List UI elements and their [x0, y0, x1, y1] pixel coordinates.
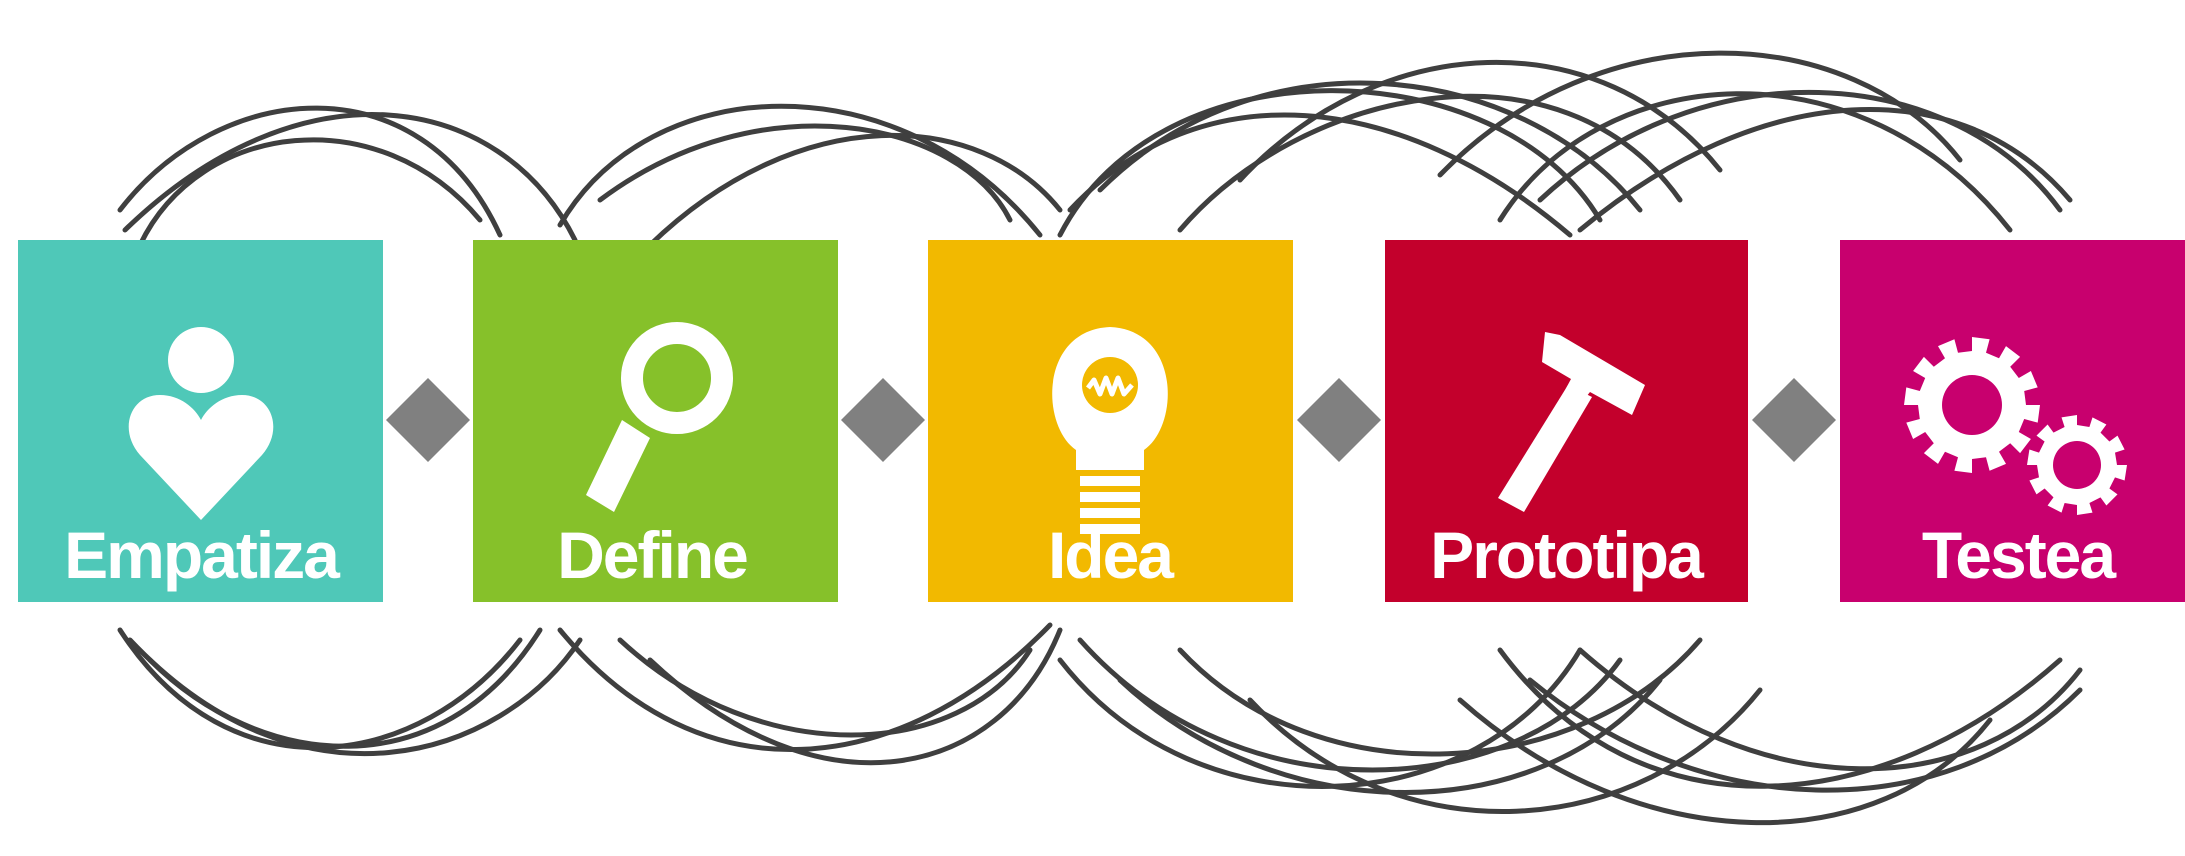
stage-define-label: Define	[557, 518, 747, 592]
connector-diamond	[841, 378, 925, 462]
iteration-curve	[1497, 91, 2013, 233]
person-heart-icon	[128, 327, 274, 520]
connector-diamond	[1297, 378, 1381, 462]
stage-empatiza: Empatiza	[18, 240, 383, 602]
iteration-curve	[117, 105, 503, 238]
stage-empatiza-label: Empatiza	[64, 518, 341, 592]
iteration-curve	[1077, 637, 1623, 773]
iteration-curve	[1577, 107, 2073, 233]
stage-testea: Testea	[1840, 240, 2185, 602]
stage-idea-label: Idea	[1048, 518, 1175, 592]
hammer-icon	[1498, 332, 1645, 512]
iteration-curve	[1247, 687, 1763, 814]
iteration-curve	[1237, 59, 1723, 183]
iteration-curve	[557, 622, 1053, 752]
connector-diamond	[1752, 378, 1836, 462]
stage-testea-label: Testea	[1922, 518, 2118, 592]
stage-idea: Idea	[928, 240, 1293, 602]
iteration-curve	[1437, 50, 1963, 178]
iteration-curve	[647, 627, 1063, 766]
stage-prototipa-label: Prototipa	[1430, 518, 1705, 592]
iteration-curve	[137, 137, 483, 248]
iteration-curve	[1537, 90, 2063, 213]
iteration-curve	[122, 112, 578, 243]
connectors	[386, 378, 1836, 462]
iteration-curve	[1117, 677, 1663, 795]
iteration-curve	[1097, 80, 1643, 213]
iteration-curve	[597, 123, 1013, 223]
iteration-curve	[127, 637, 583, 757]
magnifier-icon	[586, 322, 733, 512]
iteration-curve	[557, 103, 1043, 238]
iteration-curve	[1527, 677, 2083, 793]
stage-prototipa: Prototipa	[1385, 240, 1748, 602]
iteration-curve	[1067, 112, 1573, 238]
lightbulb-icon	[1052, 327, 1168, 534]
gears-icon	[1904, 337, 2127, 515]
iteration-curve	[647, 132, 1063, 248]
iteration-curve	[1457, 697, 1993, 825]
iteration-curve	[1177, 637, 1703, 757]
connector-diamond	[386, 378, 470, 462]
stage-define: Define	[473, 240, 838, 602]
iteration-curve	[1577, 647, 2083, 772]
iteration-curves	[117, 50, 2083, 825]
iteration-curve	[1057, 88, 1603, 238]
